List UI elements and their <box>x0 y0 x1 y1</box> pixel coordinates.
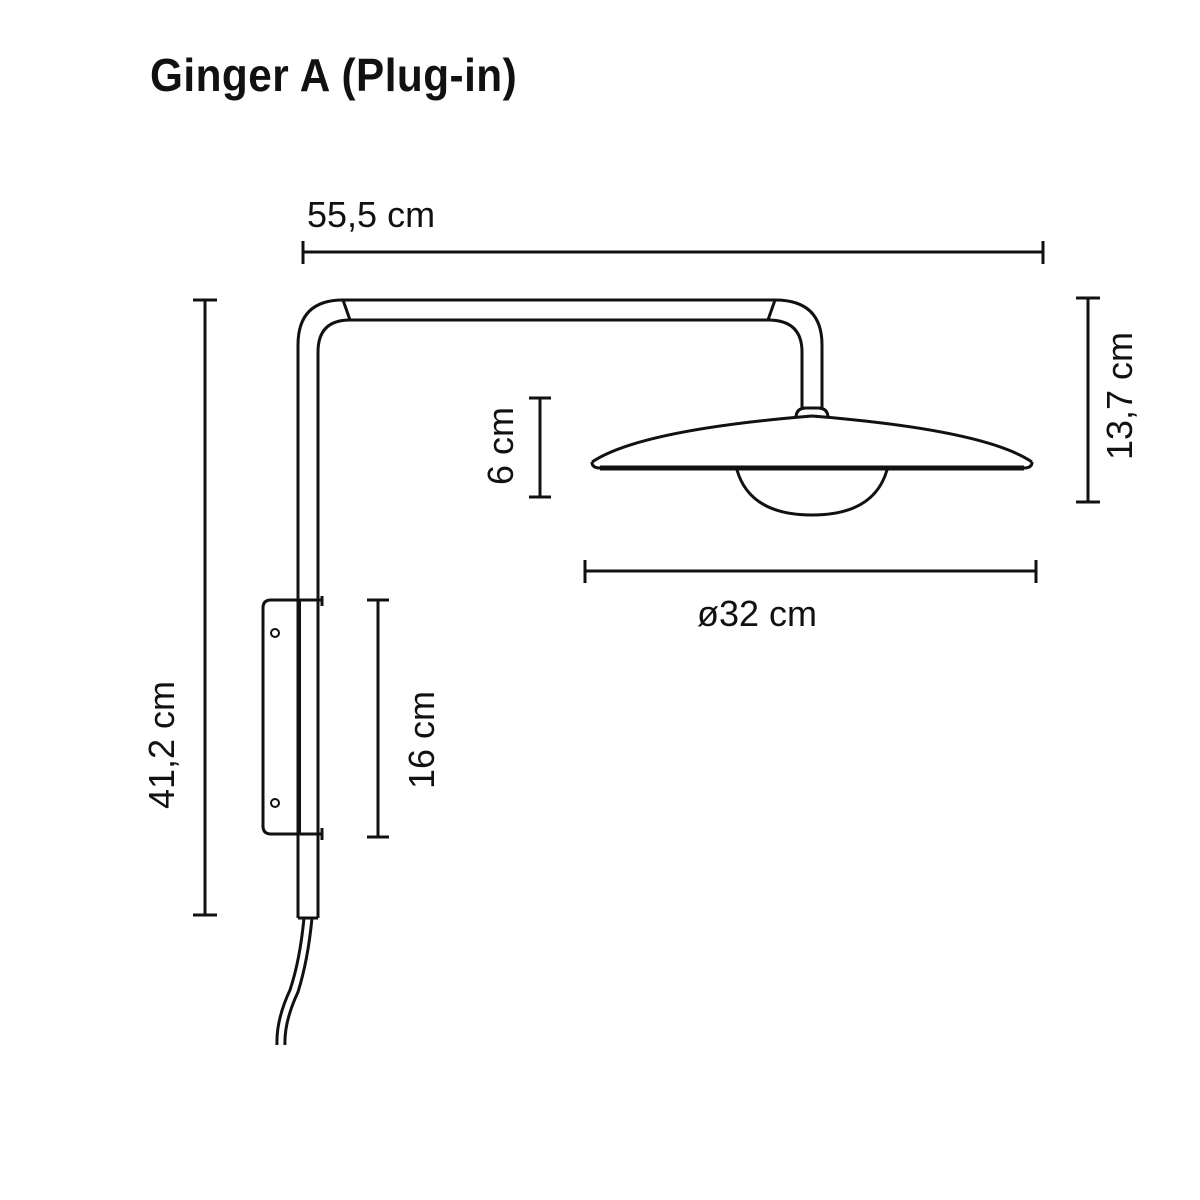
wall-bracket <box>261 596 324 840</box>
shade-diameter-label: ø32 cm <box>697 593 818 634</box>
shade-depth-label: 6 cm <box>480 406 521 486</box>
shade-depth-dimension-line <box>529 396 551 499</box>
total-height-dimension-line <box>193 298 217 917</box>
shade-height-dimension-line <box>1076 296 1100 504</box>
bracket-height-dimension-line <box>367 598 389 839</box>
total-height-label: 41,2 cm <box>141 680 182 810</box>
shade-height-label: 13,7 cm <box>1099 331 1140 461</box>
lamp-shade <box>590 414 1034 471</box>
diffuser-dome <box>735 469 889 517</box>
width-label: 55,5 cm <box>307 194 436 235</box>
bracket-height-label: 16 cm <box>401 690 442 790</box>
diagram-title: Ginger A (Plug-in) <box>150 49 518 101</box>
shade-diameter-dimension-line <box>583 560 1038 583</box>
lamp-arm <box>296 298 824 920</box>
shade-collar <box>794 406 830 419</box>
power-cable <box>275 917 314 1046</box>
width-dimension-line <box>301 241 1045 264</box>
